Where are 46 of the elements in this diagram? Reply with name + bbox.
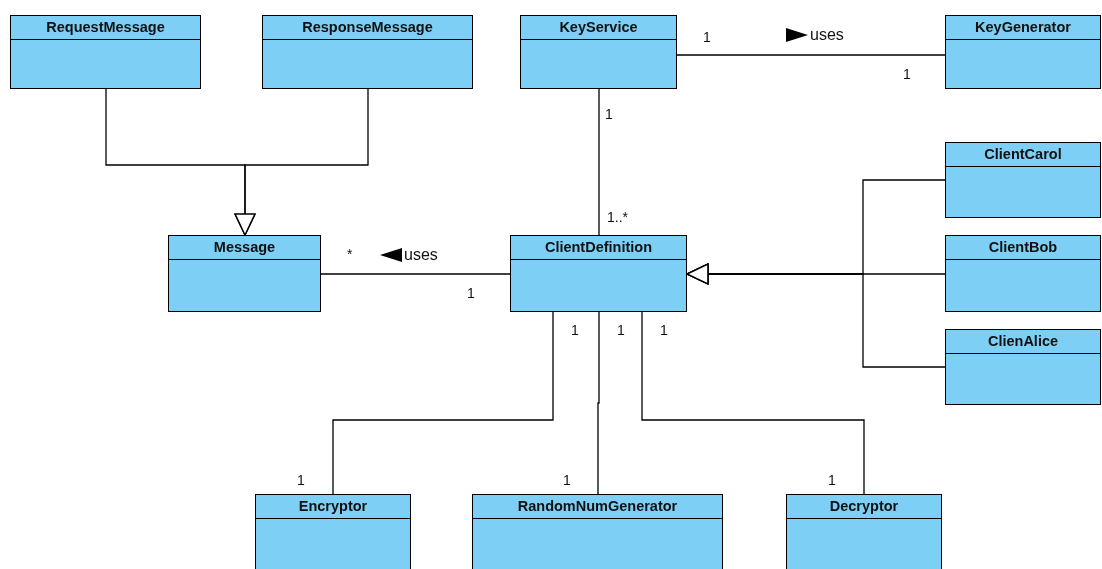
multiplicity-label: 1 [660,322,668,338]
association-line [598,88,600,236]
class-box [945,235,1101,312]
generalization-arrow [686,263,946,368]
multiplicity-label: 1 [605,106,613,122]
class-box [510,235,687,312]
multiplicity-label: * [347,246,353,262]
class-name: Encryptor [256,495,410,519]
class-name: KeyGenerator [946,16,1100,40]
class-box [945,329,1101,405]
generalization-arrow [234,88,369,236]
multiplicity-label: 1 [617,322,625,338]
association-line [597,311,600,495]
class-name: Message [169,236,320,260]
class-name: RequestMessage [11,16,200,40]
class-name: ClientDefinition [511,236,686,260]
edge-label: uses [810,26,844,44]
class-box [255,494,411,569]
class-box [945,15,1101,89]
association-line [641,311,865,495]
edge-label: uses [404,246,438,264]
class-name: KeyService [521,16,676,40]
class-box [520,15,677,89]
class-name: ClientCarol [946,143,1100,167]
association-line [676,54,946,56]
class-name: ResponseMessage [263,16,472,40]
class-name: ClientBob [946,236,1100,260]
association-line [320,273,511,275]
association-line [332,311,554,495]
multiplicity-label: 1 [703,29,711,45]
multiplicity-label: 1 [563,472,571,488]
multiplicity-label: 1..* [607,209,628,225]
multiplicity-label: 1 [571,322,579,338]
class-box [262,15,473,89]
class-name: Decryptor [787,495,941,519]
class-name: ClienAlice [946,330,1100,354]
class-box [945,142,1101,218]
class-box [472,494,723,569]
class-box [786,494,942,569]
class-name: RandomNumGenerator [473,495,722,519]
class-box [10,15,201,89]
multiplicity-label: 1 [467,285,475,301]
multiplicity-label: 1 [903,66,911,82]
class-box [168,235,321,312]
multiplicity-label: 1 [297,472,305,488]
multiplicity-label: 1 [828,472,836,488]
